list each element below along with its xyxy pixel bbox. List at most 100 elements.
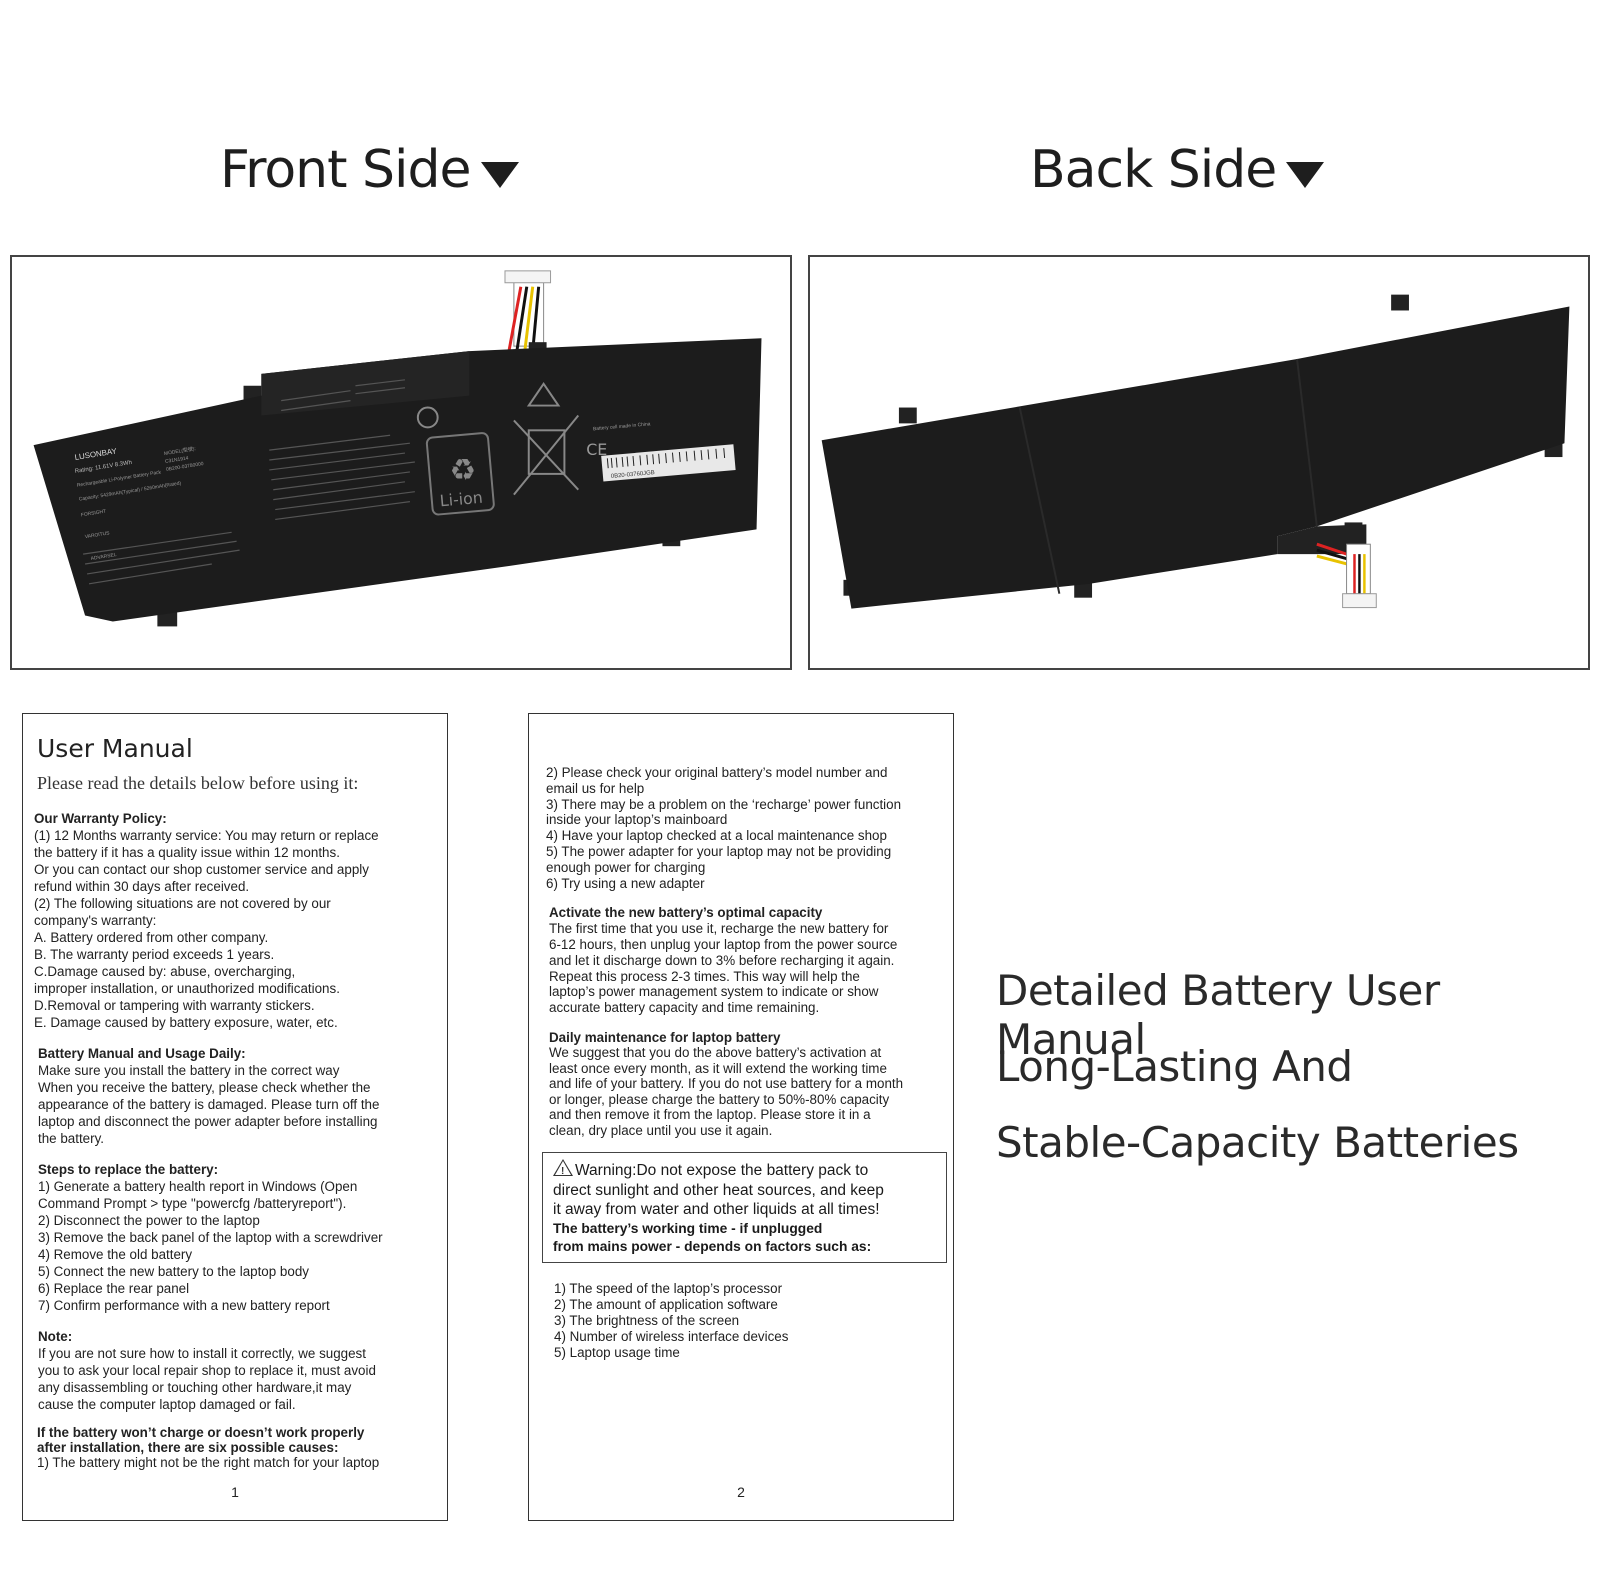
usage-line: the battery. xyxy=(38,1131,104,1146)
back-side-label: Back Side xyxy=(1030,140,1277,200)
step-line: Command Prompt > type "powercfg /battery… xyxy=(38,1196,347,1211)
step-line: 7) Confirm performance with a new batter… xyxy=(38,1298,330,1313)
usage-section: Battery Manual and Usage Daily: Make sur… xyxy=(38,1045,437,1147)
made-in-label: Battery cell made in China xyxy=(593,421,651,432)
label-small-line: VAROITUS xyxy=(84,530,110,540)
note-section: Note: If you are not sure how to install… xyxy=(38,1328,437,1413)
cause-line: 6) Try using a new adapter xyxy=(546,875,705,891)
note-line: you to ask your local repair shop to rep… xyxy=(38,1363,376,1378)
warranty-line: D.Removal or tampering with warranty sti… xyxy=(34,998,315,1013)
factor-line: 2) The amount of application software xyxy=(554,1296,778,1312)
front-side-label: Front Side xyxy=(220,140,472,200)
warranty-line: E. Damage caused by battery exposure, wa… xyxy=(34,1015,338,1030)
warranty-line: B. The warranty period exceeds 1 years. xyxy=(34,947,275,962)
usage-heading: Battery Manual and Usage Daily: xyxy=(38,1046,246,1061)
model-line: MODEL(型號): xyxy=(164,445,197,457)
charge-line: 1) The battery might not be the right ma… xyxy=(37,1455,380,1470)
page-number: 1 xyxy=(231,1484,239,1500)
daily-line: least once every month, as it will exten… xyxy=(549,1060,887,1076)
back-side-heading: Back Side xyxy=(1030,140,1325,200)
warning-bold-line: The battery’s working time - if unplugge… xyxy=(553,1220,823,1236)
warning-icon xyxy=(553,1159,573,1182)
model-line: 0B200-03780000 xyxy=(166,461,205,473)
down-arrow-icon xyxy=(1286,162,1325,188)
warranty-line: A. Battery ordered from other company. xyxy=(34,930,269,945)
battery-front-photo: LUSONBAY Rating: 11.61V 8.3Wh Rechargeab… xyxy=(10,255,792,670)
usage-line: laptop and disconnect the power adapter … xyxy=(38,1114,378,1129)
factor-line: 5) Laptop usage time xyxy=(554,1344,680,1360)
label-small-line: FORSIGHT xyxy=(80,509,106,519)
usage-line: Make sure you install the battery in the… xyxy=(38,1063,340,1078)
activate-line: Repeat this process 2-3 times. This way … xyxy=(549,968,860,984)
factor-line: 3) The brightness of the screen xyxy=(554,1312,740,1328)
activate-line: laptop’s power management system to indi… xyxy=(549,984,879,1000)
factor-line: 4) Number of wireless interface devices xyxy=(554,1328,789,1344)
daily-heading: Daily maintenance for laptop battery xyxy=(549,1029,781,1045)
battery-back-photo xyxy=(808,255,1590,670)
usage-line: appearance of the battery is damaged. Pl… xyxy=(38,1097,380,1112)
daily-line: or longer, please charge the battery to … xyxy=(549,1091,890,1107)
note-line: cause the computer laptop damaged or fai… xyxy=(38,1397,296,1412)
warning-icon xyxy=(526,382,561,407)
activate-section: Activate the new battery’s optimal capac… xyxy=(549,905,947,1016)
daily-line: and life of your battery. If you do not … xyxy=(549,1076,904,1092)
battery-back-illustration xyxy=(821,294,1570,609)
daily-line: We suggest that you do the above battery… xyxy=(549,1045,882,1061)
crossed-bin-icon xyxy=(513,414,580,496)
page-number: 2 xyxy=(737,1484,745,1500)
barcode-text: 0B20-03760JGB xyxy=(611,470,655,480)
warranty-line: Or you can contact our shop customer ser… xyxy=(34,862,369,877)
model-line: C31N1914 xyxy=(165,455,190,465)
daily-section: Daily maintenance for laptop battery We … xyxy=(549,1030,947,1139)
note-heading: Note: xyxy=(38,1329,73,1344)
li-ion-mark: Li-ion xyxy=(439,488,484,511)
charge-heading: If the battery won’t charge or doesn’t w… xyxy=(37,1425,365,1440)
cause-line: email us for help xyxy=(546,780,645,796)
warranty-line: (1) 12 Months warranty service: You may … xyxy=(34,828,379,843)
front-side-heading: Front Side xyxy=(220,140,519,200)
causes-section: 2) Please check your original battery’s … xyxy=(546,765,947,891)
charge-heading: after installation, there are six possib… xyxy=(37,1440,339,1455)
warning-line: Warning:Do not expose the battery pack t… xyxy=(575,1162,869,1180)
cause-line: 5) The power adapter for your laptop may… xyxy=(546,843,892,859)
steps-heading: Steps to replace the battery: xyxy=(38,1162,219,1177)
charge-section: If the battery won’t charge or doesn’t w… xyxy=(37,1425,437,1470)
warranty-line: refund within 30 days after received. xyxy=(34,879,250,894)
battery-front-illustration: LUSONBAY Rating: 11.61V 8.3Wh Rechargeab… xyxy=(33,270,762,627)
recycle-icon: ♻ xyxy=(450,453,477,488)
recycle-5-icon xyxy=(416,406,439,429)
cause-line: 3) There may be a problem on the ‘rechar… xyxy=(546,796,902,812)
activate-line: and let it discharge down to 3% before r… xyxy=(549,952,895,968)
promo-line-1: Detailed Battery User Manual xyxy=(996,966,1440,1064)
activate-line: The first time that you use it, recharge… xyxy=(549,921,889,937)
warranty-line: the battery if it has a quality issue wi… xyxy=(34,845,340,860)
cause-line: inside your laptop’s mainboard xyxy=(546,812,728,828)
warning-bold-line: from mains power - depends on factors su… xyxy=(553,1238,872,1254)
steps-section: Steps to replace the battery: 1) Generat… xyxy=(38,1161,437,1314)
daily-line: clean, dry place until you use it again. xyxy=(549,1122,773,1138)
down-arrow-icon xyxy=(480,162,519,188)
step-line: 3) Remove the back panel of the laptop w… xyxy=(38,1230,383,1245)
warranty-line: company's warranty: xyxy=(34,913,157,928)
warranty-section: Our Warranty Policy: (1) 12 Months warra… xyxy=(34,810,437,1031)
step-line: 5) Connect the new battery to the laptop… xyxy=(38,1264,309,1279)
warranty-line: (2) The following situations are not cov… xyxy=(34,896,331,911)
promo-line-3: Stable-Capacity Batteries xyxy=(996,1118,1519,1167)
warranty-line: C.Damage caused by: abuse, overcharging, xyxy=(34,964,296,979)
warning-line: direct sunlight and other heat sources, … xyxy=(553,1181,884,1199)
usage-line: When you receive the battery, please che… xyxy=(38,1080,371,1095)
activate-line: accurate battery capacity and time remai… xyxy=(549,1000,820,1016)
cause-line: 2) Please check your original battery’s … xyxy=(546,765,888,780)
warning-box: Warning:Do not expose the battery pack t… xyxy=(542,1152,947,1263)
activate-heading: Activate the new battery’s optimal capac… xyxy=(549,905,823,921)
manual-subtitle: Please read the details below before usi… xyxy=(37,773,359,793)
daily-line: and then remove it from the laptop. Plea… xyxy=(549,1107,871,1123)
warranty-line: improper installation, or unauthorized m… xyxy=(34,981,340,996)
step-line: 1) Generate a battery health report in W… xyxy=(38,1179,358,1194)
cause-line: 4) Have your laptop checked at a local m… xyxy=(546,828,887,844)
factors-section: 1) The speed of the laptop’s processor 2… xyxy=(554,1281,947,1361)
activate-line: 6-12 hours, then unplug your laptop from… xyxy=(549,936,898,952)
cause-line: enough power for charging xyxy=(546,859,706,875)
ce-mark: CE xyxy=(586,440,607,459)
manual-title: User Manual xyxy=(37,734,193,763)
